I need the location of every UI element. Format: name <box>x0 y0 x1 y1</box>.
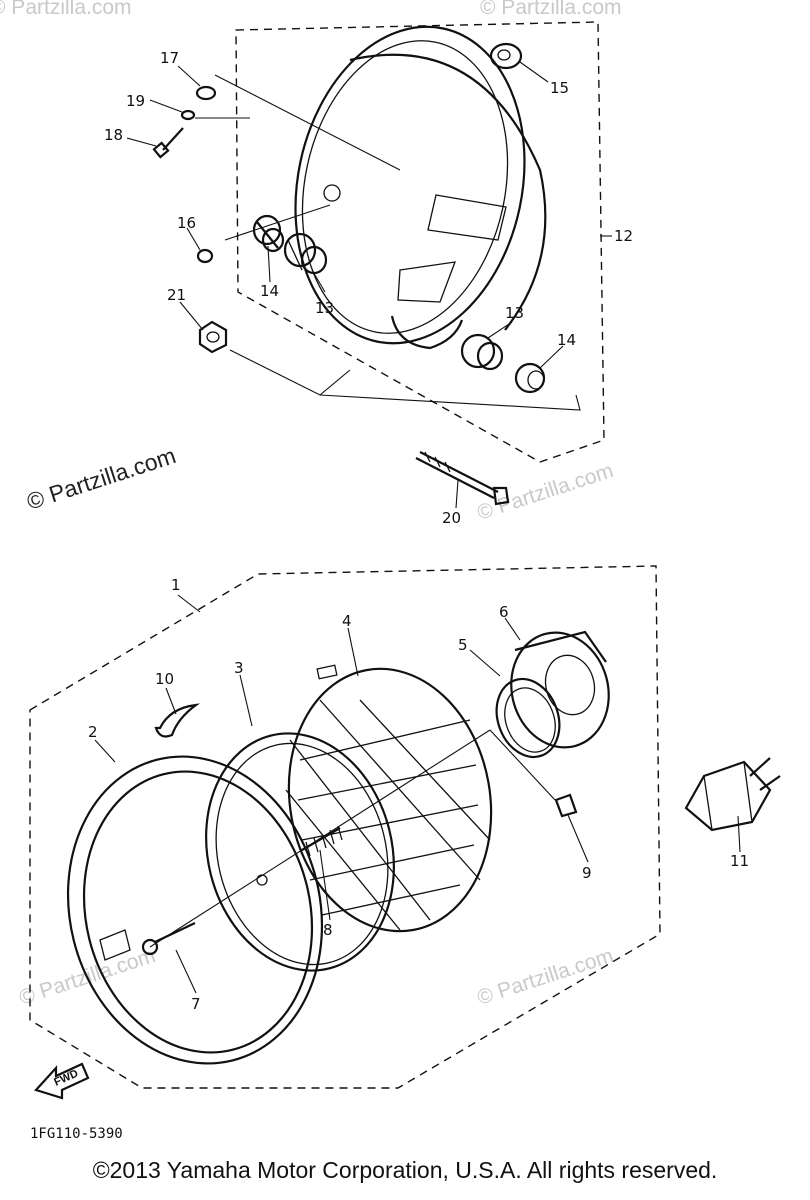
callout-3: 3 <box>234 659 244 677</box>
callout-14-left: 14 <box>260 282 279 300</box>
watermark-primary: © Partzilla.com <box>24 442 179 515</box>
callout-2: 2 <box>88 723 98 741</box>
ring-5 <box>495 677 561 759</box>
callout-14-right: 14 <box>557 331 576 349</box>
callout-5: 5 <box>458 636 468 654</box>
diagram-code: 1FG110-5390 <box>30 1126 123 1142</box>
collar-14-right <box>514 362 546 394</box>
callout-8: 8 <box>323 921 333 939</box>
copyright-notice: ©2013 Yamaha Motor Corporation, U.S.A. A… <box>92 1157 718 1183</box>
spring-10 <box>154 703 201 738</box>
bulb-11 <box>684 757 781 832</box>
callout-20: 20 <box>442 509 461 527</box>
cover-6 <box>510 630 610 749</box>
headlight-unit-group <box>29 565 781 1089</box>
fwd-arrow-icon: FWD <box>34 1062 90 1100</box>
group-12-border <box>235 21 605 463</box>
callout-labels: 17 19 18 15 12 16 14 13 21 13 14 20 1 6 … <box>88 49 749 1013</box>
bolt-20 <box>415 451 510 506</box>
lens-unit-4 <box>285 664 493 933</box>
housing-group <box>152 21 605 506</box>
callout-6: 6 <box>499 603 509 621</box>
callout-12: 12 <box>614 227 633 245</box>
callout-4: 4 <box>342 612 352 630</box>
callout-1: 1 <box>171 576 181 594</box>
callout-17: 17 <box>160 49 179 67</box>
callout-leaders <box>94 61 741 994</box>
watermark-top-left: © Partzilla.com <box>0 0 132 19</box>
nut-21 <box>198 320 228 354</box>
callout-15: 15 <box>550 79 569 97</box>
watermark-lower-right: © Partzilla.com <box>474 944 616 1010</box>
callout-21: 21 <box>167 286 186 304</box>
callout-16: 16 <box>177 214 196 232</box>
ring-3 <box>205 732 395 972</box>
damper-13-right <box>460 333 504 371</box>
callout-13-left: 13 <box>315 299 334 317</box>
clip-9 <box>554 793 578 818</box>
grommet-15 <box>489 42 523 70</box>
callout-13-right: 13 <box>505 304 524 322</box>
washer-17 <box>195 85 217 101</box>
screw-7 <box>141 922 196 956</box>
callout-18: 18 <box>104 126 123 144</box>
callout-19: 19 <box>126 92 145 110</box>
screw-16 <box>196 248 214 264</box>
callout-10: 10 <box>155 670 174 688</box>
callout-11: 11 <box>730 852 749 870</box>
group-1-border <box>29 565 661 1089</box>
watermark-top-right: © Partzilla.com <box>480 0 622 19</box>
rim-2 <box>66 755 324 1065</box>
collar-14-left <box>252 214 285 253</box>
washer-19 <box>180 109 196 121</box>
bolt-18 <box>152 127 184 159</box>
headlight-housing <box>294 25 547 350</box>
callout-9: 9 <box>582 864 592 882</box>
callout-7: 7 <box>191 995 201 1013</box>
